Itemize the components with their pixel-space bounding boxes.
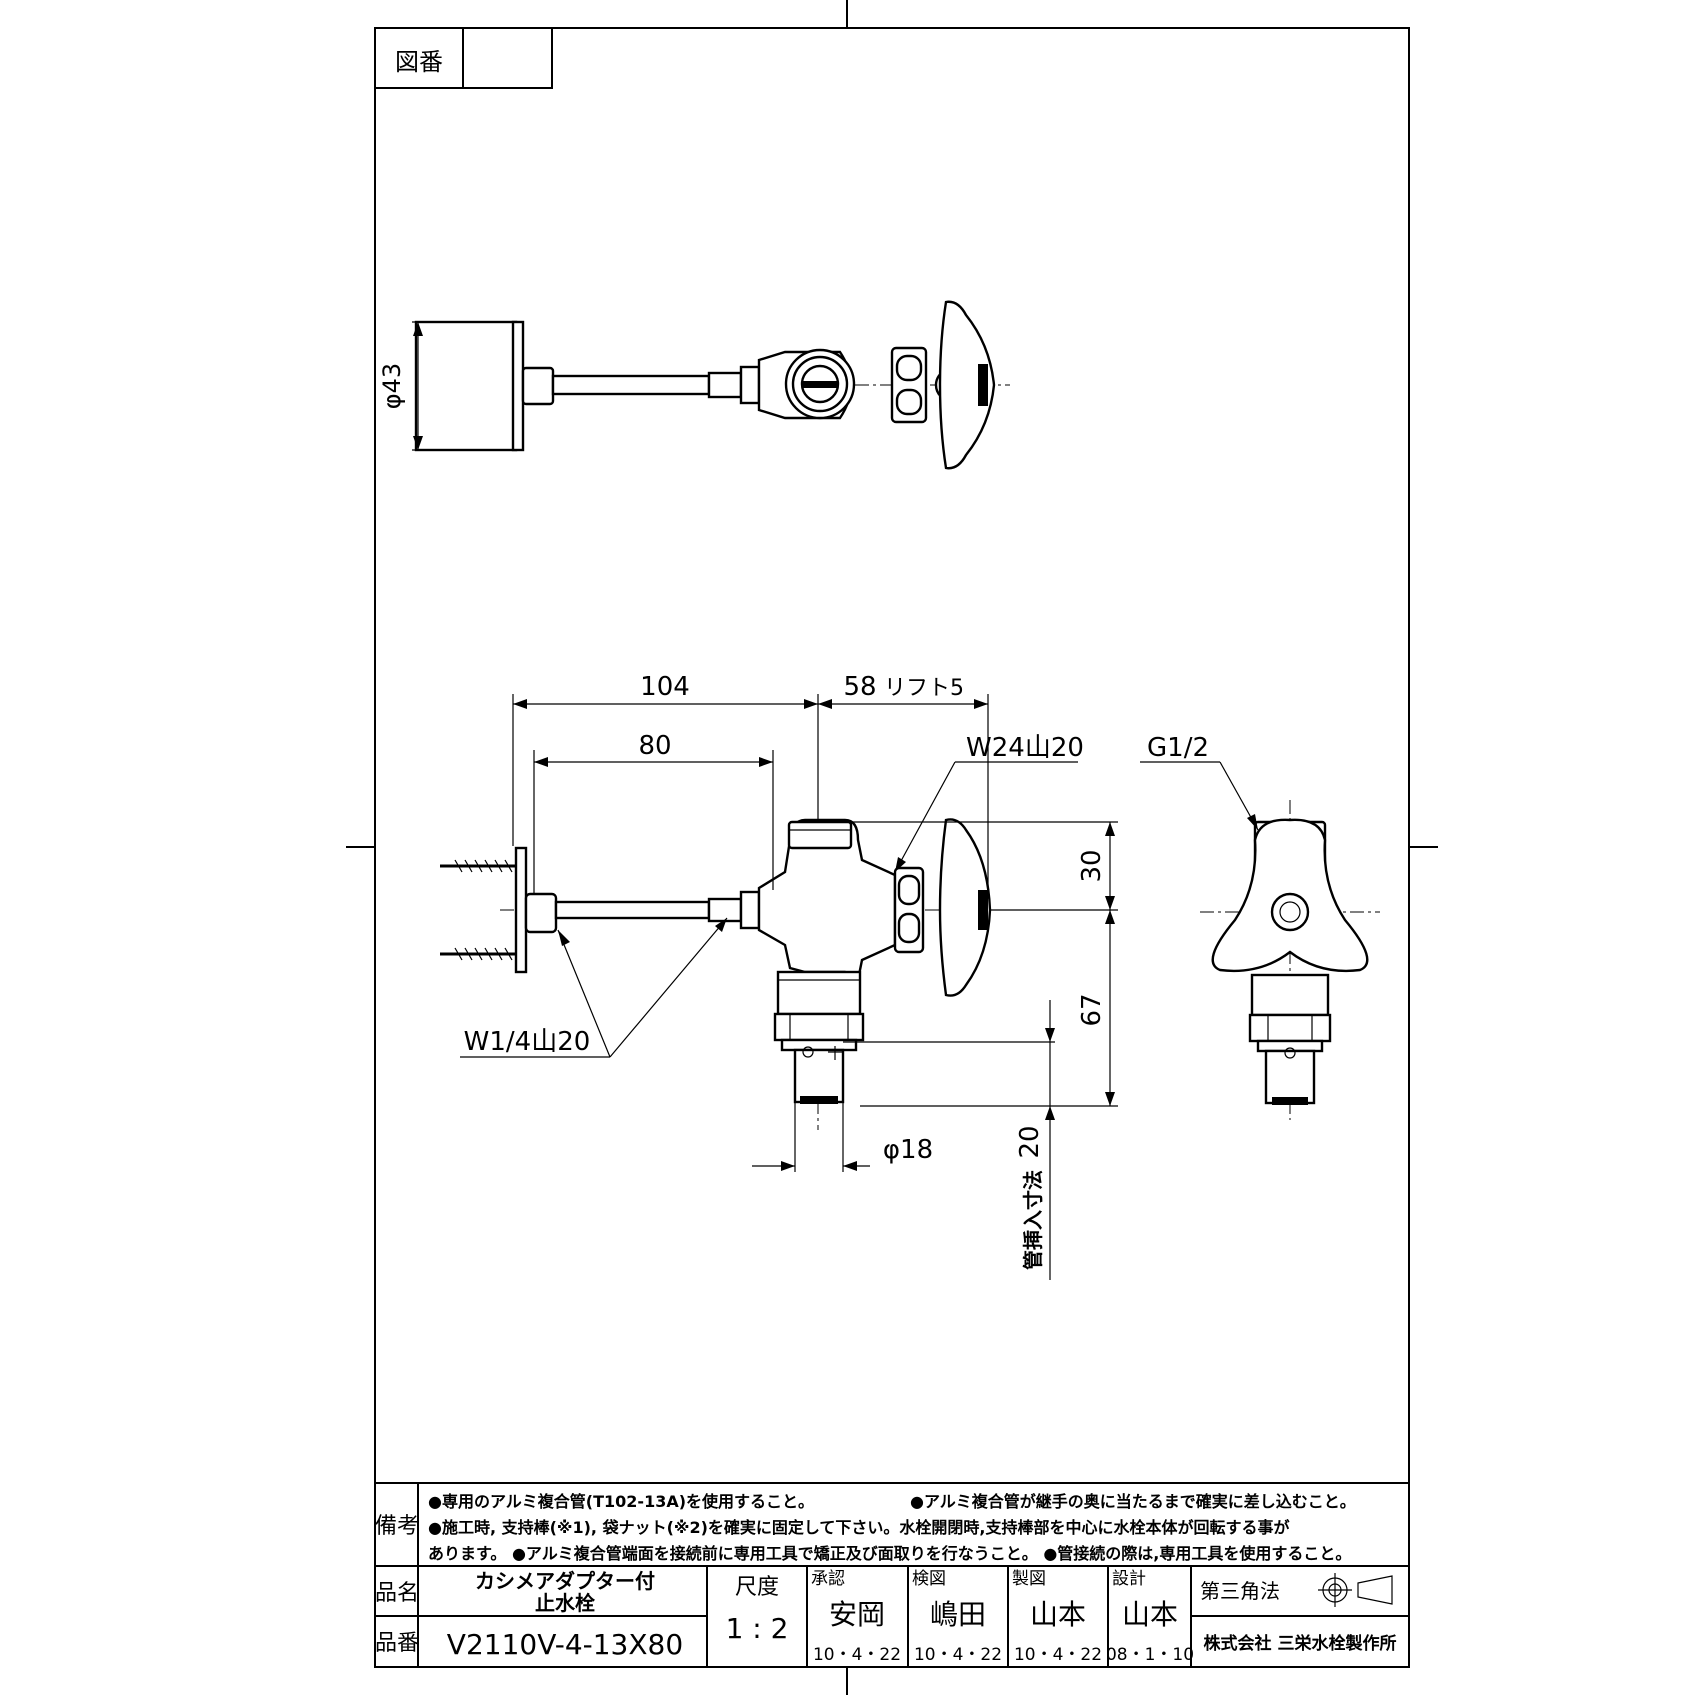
dim-67: 67 xyxy=(1077,993,1107,1026)
top-view: φ43 xyxy=(378,300,1010,470)
person-draft: 山本 xyxy=(1030,1598,1086,1631)
name-label: 品名 xyxy=(375,1581,419,1606)
number-value: V2110V-4-13X80 xyxy=(447,1628,683,1661)
front-view: 104 80 58 リフト5 W24山20 30 67 W1/4山20 xyxy=(440,672,1118,1280)
dim-30: 30 xyxy=(1077,849,1107,882)
company-name: 株式会社 三栄水栓製作所 xyxy=(1204,1633,1397,1654)
number-label: 品番 xyxy=(375,1631,419,1656)
name-line1: カシメアダプター付 xyxy=(475,1569,655,1593)
scale-label: 尺度 xyxy=(735,1575,779,1600)
dim-58: 58 xyxy=(843,672,876,702)
label-w14: W1/4山20 xyxy=(464,1027,591,1057)
label-g12: G1/2 xyxy=(1147,733,1209,763)
dim-diameter-18: φ18 xyxy=(883,1135,933,1165)
third-angle-projection-icon xyxy=(1318,1573,1393,1607)
scale-value: 1 : 2 xyxy=(726,1612,789,1645)
role-approve: 承認 xyxy=(811,1569,845,1589)
zuban-box: 図番 xyxy=(374,27,553,89)
date-check: 10・4・22 xyxy=(914,1645,1002,1665)
role-check: 検図 xyxy=(912,1569,946,1589)
label-w24: W24山20 xyxy=(966,733,1084,763)
note-line1a: ●専用のアルミ複合管(T102-13A)を使用すること。 xyxy=(428,1492,814,1511)
dim-lift: リフト5 xyxy=(884,676,964,701)
side-view: G1/2 xyxy=(1140,733,1380,1120)
role-design: 設計 xyxy=(1112,1569,1146,1589)
dim-insert-20: 20 xyxy=(1015,1125,1045,1158)
date-draft: 10・4・22 xyxy=(1014,1645,1102,1665)
note-line3: あります。 ●アルミ複合管端面を接続前に専用工具で矯正及び面取りを行なうこと。 … xyxy=(428,1544,1351,1563)
notes-label: 備考 xyxy=(375,1514,419,1539)
role-draft: 製図 xyxy=(1012,1569,1046,1589)
date-approve: 10・4・22 xyxy=(813,1645,901,1665)
zuban-label: 図番 xyxy=(395,48,443,76)
drawing-frame xyxy=(374,27,1410,1668)
note-line2: ●施工時, 支持棒(※1), 袋ナット(※2)を確実に固定して下さい。水栓開閉時… xyxy=(428,1518,1289,1537)
label-insert: 管挿入寸法 xyxy=(1021,1170,1045,1270)
projection-label: 第三角法 xyxy=(1200,1579,1280,1603)
dim-80: 80 xyxy=(638,731,671,761)
person-check: 嶋田 xyxy=(930,1598,986,1631)
notes-block: 備考 ●専用のアルミ複合管(T102-13A)を使用すること。 ●アルミ複合管が… xyxy=(375,1482,1409,1567)
date-design: 08・1・10 xyxy=(1106,1645,1194,1665)
dim-104: 104 xyxy=(640,672,690,702)
name-line2: 止水栓 xyxy=(535,1591,595,1615)
title-block: 品名 カシメアダプター付 止水栓 品番 V2110V-4-13X80 尺度 1 … xyxy=(375,1566,1409,1667)
dim-diameter-43: φ43 xyxy=(378,363,406,409)
person-approve: 安岡 xyxy=(829,1598,885,1631)
note-line1b: ●アルミ複合管が継手の奥に当たるまで確実に差し込むこと。 xyxy=(910,1492,1356,1511)
person-design: 山本 xyxy=(1122,1598,1178,1631)
